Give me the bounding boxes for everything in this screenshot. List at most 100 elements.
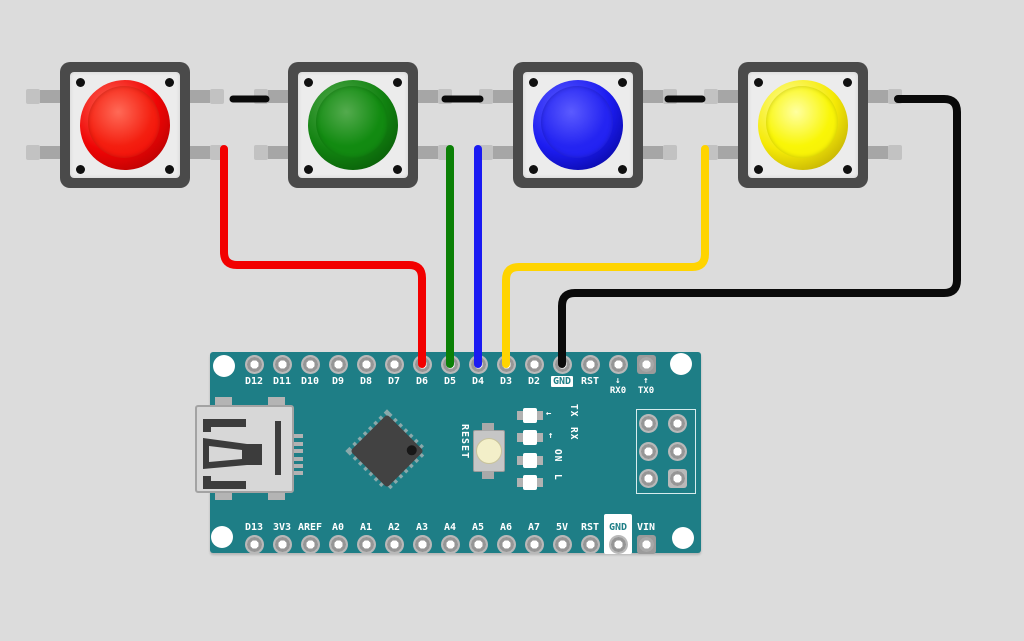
- pin-label: 5V: [555, 522, 569, 533]
- pin[interactable]: D8: [352, 355, 380, 387]
- pin-hole: [244, 535, 264, 554]
- pin[interactable]: D7: [380, 355, 408, 387]
- pin-hole: [580, 535, 600, 554]
- pin-hole: [244, 355, 264, 374]
- pin[interactable]: D3: [492, 355, 520, 387]
- pin[interactable]: RST: [576, 355, 604, 387]
- corner-screw: [393, 78, 402, 87]
- l-led: [517, 475, 543, 490]
- reset-label: RESET: [459, 424, 470, 460]
- button-leg: [704, 145, 738, 160]
- pin[interactable]: D6: [408, 355, 436, 387]
- pin-label: GND: [550, 376, 574, 387]
- pin-hole: [580, 355, 600, 374]
- button-leg: [254, 145, 288, 160]
- pin[interactable]: GND: [604, 514, 632, 554]
- pin-hole: [300, 535, 320, 554]
- pin-hole: [552, 535, 572, 554]
- corner-screw: [843, 165, 852, 174]
- pin[interactable]: D12: [240, 355, 268, 387]
- pin[interactable]: D11: [268, 355, 296, 387]
- red-button-cap[interactable]: [80, 80, 170, 170]
- pin[interactable]: D5: [436, 355, 464, 387]
- reset-button-tab: [482, 423, 494, 431]
- pin-hole: [356, 355, 376, 374]
- icsp-pin[interactable]: [639, 469, 658, 488]
- pin[interactable]: 3V3: [268, 514, 296, 554]
- pin-label: D7: [387, 376, 401, 387]
- corner-screw: [76, 165, 85, 174]
- pin[interactable]: AREF: [296, 514, 324, 554]
- icsp-pin[interactable]: [668, 414, 687, 433]
- pin-hole: [524, 535, 544, 554]
- reset-button[interactable]: [473, 423, 505, 479]
- button-leg: [704, 89, 738, 104]
- pin-label: GND: [608, 522, 628, 533]
- corner-screw: [754, 78, 763, 87]
- pin[interactable]: D2: [520, 355, 548, 387]
- pin[interactable]: A3: [408, 514, 436, 554]
- corner-screw: [165, 78, 174, 87]
- pin[interactable]: A4: [436, 514, 464, 554]
- on-led-label: ON: [552, 449, 563, 463]
- icsp-pin[interactable]: [639, 442, 658, 461]
- pin-hole: [328, 535, 348, 554]
- direction-arrow-icon: ↓: [615, 376, 621, 386]
- pin[interactable]: 5V: [548, 514, 576, 554]
- push-button-green[interactable]: [254, 62, 452, 188]
- pin-label: D13: [244, 522, 264, 533]
- icsp-header[interactable]: [636, 409, 696, 494]
- blue-button-cap[interactable]: [533, 80, 623, 170]
- mounting-hole: [672, 527, 694, 549]
- pin[interactable]: A1: [352, 514, 380, 554]
- pin-hole: [636, 355, 656, 374]
- pin[interactable]: VIN: [632, 514, 660, 554]
- pin-label: RST: [580, 522, 600, 533]
- pin[interactable]: D10: [296, 355, 324, 387]
- button-leg: [643, 89, 677, 104]
- pin[interactable]: A7: [520, 514, 548, 554]
- button-leg: [26, 89, 60, 104]
- corner-screw: [529, 165, 538, 174]
- push-button-blue[interactable]: [479, 62, 677, 188]
- icsp-pin[interactable]: [668, 469, 687, 488]
- pin[interactable]: A5: [464, 514, 492, 554]
- pin-hole: [300, 355, 320, 374]
- corner-screw: [76, 78, 85, 87]
- pin[interactable]: RST: [576, 514, 604, 554]
- corner-screw: [165, 165, 174, 174]
- icsp-pin[interactable]: [639, 414, 658, 433]
- pin-label: VIN: [636, 522, 656, 533]
- pin-label: D6: [415, 376, 429, 387]
- pin[interactable]: A0: [324, 514, 352, 554]
- pin-label: AREF: [297, 522, 323, 533]
- tx-arrow-icon: ←: [546, 409, 552, 419]
- pin-hole: [496, 535, 516, 554]
- yellow-button-cap[interactable]: [758, 80, 848, 170]
- serial-pin[interactable]: ↓ RX0: [604, 355, 632, 397]
- push-button-yellow[interactable]: [704, 62, 902, 188]
- corner-screw: [618, 78, 627, 87]
- pin-hole: [440, 355, 460, 374]
- l-led-label: L: [552, 474, 563, 481]
- corner-screw: [304, 165, 313, 174]
- rx-arrow-icon: ↑: [548, 431, 554, 441]
- pin-hole: [328, 355, 348, 374]
- icsp-pin[interactable]: [668, 442, 687, 461]
- pin[interactable]: D9: [324, 355, 352, 387]
- pin[interactable]: D13: [240, 514, 268, 554]
- pin[interactable]: A6: [492, 514, 520, 554]
- pin-hole: [356, 535, 376, 554]
- green-button-cap[interactable]: [308, 80, 398, 170]
- reset-button-plunger[interactable]: [476, 438, 502, 464]
- pin[interactable]: GND: [548, 355, 576, 387]
- pin-hole: [552, 355, 572, 374]
- pin-hole: [272, 355, 292, 374]
- corner-screw: [393, 165, 402, 174]
- push-button-red[interactable]: [26, 62, 224, 188]
- pin[interactable]: D4: [464, 355, 492, 387]
- tx-led-label: TX: [568, 404, 579, 418]
- serial-pin[interactable]: ↑ TX0: [632, 355, 660, 397]
- pin-label: 3V3: [272, 522, 292, 533]
- pin[interactable]: A2: [380, 514, 408, 554]
